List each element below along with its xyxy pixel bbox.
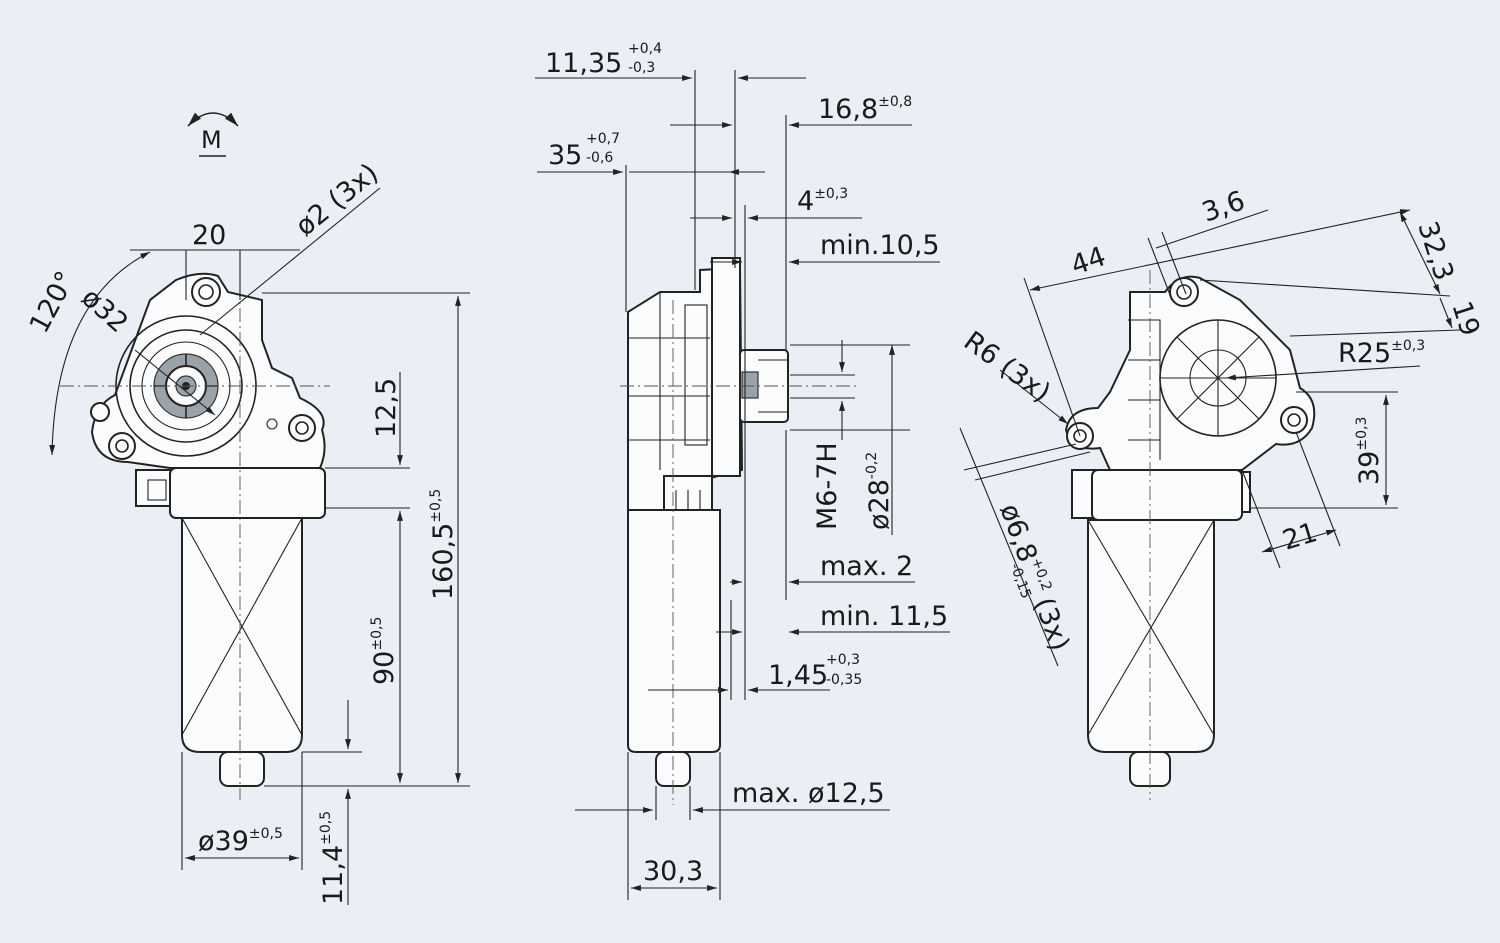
svg-text:min.10,5: min.10,5 [820, 230, 940, 261]
rotation-symbol: M [187, 112, 239, 157]
svg-text:ø6,8+0,2-0,15(3x): ø6,8+0,2-0,15(3x) [987, 500, 1075, 658]
svg-text:90±0,5: 90±0,5 [369, 617, 400, 685]
rear-spoked-gear-icon [1159, 319, 1277, 437]
svg-text:35: 35 [548, 140, 582, 171]
svg-text:max. 2: max. 2 [820, 551, 913, 582]
svg-text:11,35: 11,35 [545, 48, 622, 79]
svg-text:R25±0,3: R25±0,3 [1338, 338, 1425, 369]
svg-text:1,45: 1,45 [768, 660, 828, 691]
svg-text:-0,3: -0,3 [628, 60, 655, 76]
svg-text:+0,4: +0,4 [628, 41, 662, 57]
svg-text:+0,7: +0,7 [586, 131, 620, 147]
svg-text:30,3: 30,3 [643, 856, 703, 887]
svg-text:12,5: 12,5 [371, 378, 402, 438]
side-view-dimensions: 11,35 +0,4 -0,3 16,8±0,8 35 +0,7 -0,6 4±… [535, 41, 950, 900]
svg-text:ø28-0,2: ø28-0,2 [864, 452, 895, 530]
side-view [620, 257, 860, 805]
svg-text:21: 21 [1279, 517, 1321, 557]
svg-text:-0,6: -0,6 [586, 150, 613, 166]
front-view [60, 260, 330, 800]
svg-text:+0,3: +0,3 [826, 652, 860, 668]
svg-text:ø39±0,5: ø39±0,5 [198, 826, 283, 857]
bore-diameter-label: ø32 [75, 282, 134, 339]
svg-text:11,4±0,5: 11,4±0,5 [318, 811, 349, 905]
svg-text:20: 20 [192, 220, 226, 251]
rear-view [1064, 270, 1316, 800]
svg-text:ø2 (3x): ø2 (3x) [290, 158, 385, 243]
svg-text:16,8±0,8: 16,8±0,8 [818, 94, 912, 125]
svg-text:-0,35: -0,35 [826, 672, 862, 688]
svg-text:44: 44 [1067, 241, 1110, 281]
svg-text:M6-7H: M6-7H [812, 442, 843, 530]
svg-text:max. ø12,5: max. ø12,5 [732, 778, 885, 809]
svg-text:4±0,3: 4±0,3 [797, 186, 848, 217]
svg-text:M: M [201, 126, 222, 154]
svg-text:39±0,3: 39±0,3 [1354, 417, 1385, 485]
svg-text:min. 11,5: min. 11,5 [820, 601, 948, 632]
svg-text:3,6: 3,6 [1198, 185, 1249, 228]
front-motor-can [169, 467, 326, 519]
svg-text:160,5±0,5: 160,5±0,5 [428, 489, 459, 600]
svg-text:19: 19 [1445, 298, 1485, 340]
svg-text:R6 (3x): R6 (3x) [958, 326, 1056, 409]
svg-text:120°: 120° [24, 266, 82, 338]
